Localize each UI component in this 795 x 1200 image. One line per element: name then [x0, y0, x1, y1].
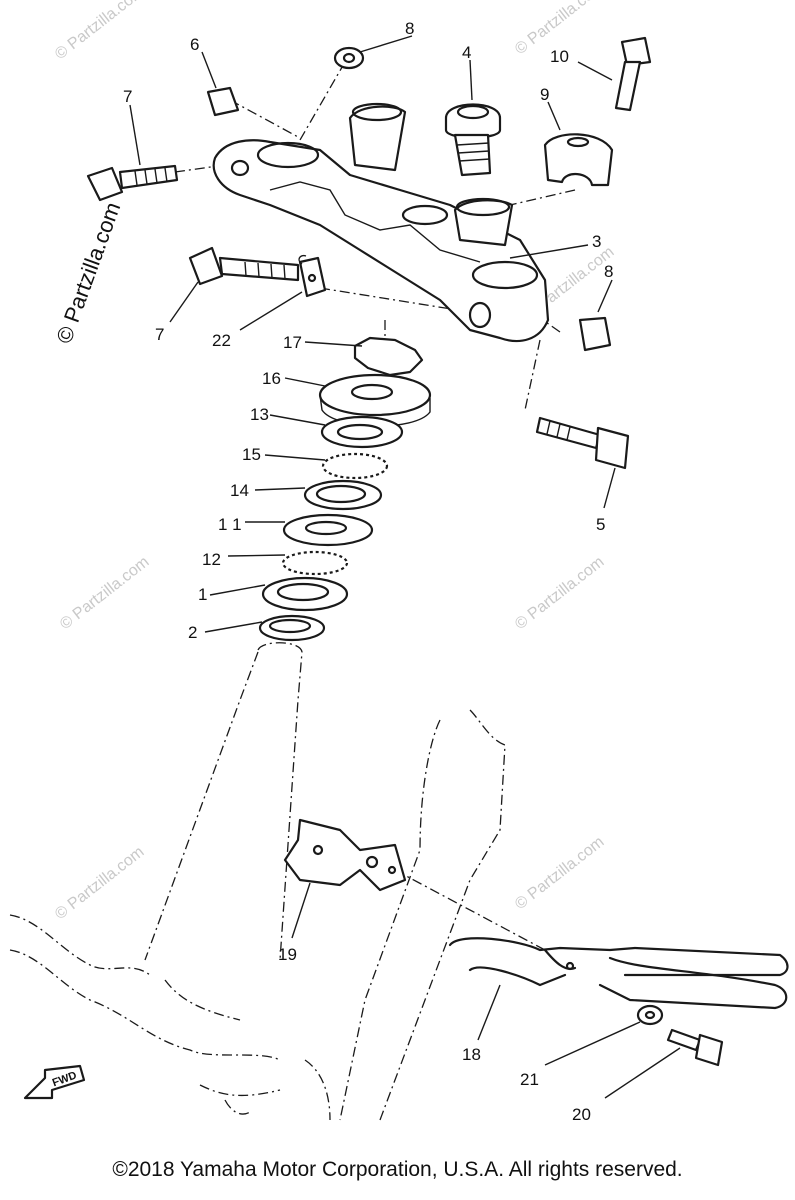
label-part-22: 22 [212, 331, 231, 350]
copyright-notice: ©2018 Yamaha Motor Corporation, U.S.A. A… [112, 1158, 683, 1181]
watermark-mid-left: © Partzilla.com [57, 553, 152, 633]
bolt-5 [535, 416, 630, 470]
label-part-1: 1 [198, 585, 207, 604]
label-part-8-right: 8 [604, 262, 613, 281]
race-1 [261, 576, 349, 612]
lock-washer-22 [298, 254, 327, 298]
label-part-7-lower: 7 [155, 325, 164, 344]
bracket-19 [283, 818, 407, 892]
label-part-19: 19 [278, 945, 297, 964]
steering-stack [258, 336, 432, 642]
bolt-10 [614, 36, 652, 112]
label-part-13: 13 [250, 405, 269, 424]
label-part-17: 17 [283, 333, 302, 352]
label-part-9: 9 [540, 85, 549, 104]
nuts [206, 46, 612, 352]
frame-outline [9, 642, 506, 1121]
fwd-arrow-icon: FWD [23, 1064, 86, 1100]
label-part-20: 20 [572, 1105, 591, 1124]
bolt-7-upper [86, 164, 179, 202]
bolt-4 [444, 103, 502, 177]
race-13 [320, 415, 404, 449]
label-part-7-upper: 7 [123, 87, 132, 106]
part-labels: 8 6 10 4 7 9 3 8 7 22 17 16 13 15 14 1 1… [123, 19, 613, 1124]
label-part-4: 4 [462, 43, 471, 62]
label-part-21: 21 [520, 1070, 539, 1089]
label-part-5: 5 [596, 515, 605, 534]
label-part-15: 15 [242, 445, 261, 464]
label-part-18: 18 [462, 1045, 481, 1064]
label-part-10: 10 [550, 47, 569, 66]
label-part-14: 14 [230, 481, 249, 500]
watermark-low-right: © Partzilla.com [512, 833, 607, 913]
bearing-15 [321, 452, 389, 480]
bearing-12 [281, 550, 349, 576]
label-part-2: 2 [188, 623, 197, 642]
watermark-top-left: © Partzilla.com [52, 0, 147, 63]
leader-lines [129, 35, 681, 1099]
watermark-mid-right-2: © Partzilla.com [512, 553, 607, 633]
label-part-12: 12 [202, 550, 221, 569]
watermark-low-left: © Partzilla.com [52, 843, 147, 923]
cover-16 [318, 373, 432, 417]
lock-spring-18 [448, 937, 789, 1010]
bolt-7-lower [188, 246, 300, 286]
label-part-3: 3 [592, 232, 601, 251]
ring-nut-17 [353, 336, 424, 377]
race-11 [282, 513, 374, 547]
label-part-11: 1 1 [218, 515, 242, 534]
watermark-left-vertical: © Partzilla.com [51, 199, 125, 347]
holder-9 [543, 133, 614, 187]
upper-bracket [212, 102, 550, 343]
label-part-8-top: 8 [405, 19, 414, 38]
washer-21 [636, 1004, 664, 1026]
label-part-16: 16 [262, 369, 281, 388]
label-part-6: 6 [190, 35, 199, 54]
bolt-20 [666, 1028, 724, 1067]
